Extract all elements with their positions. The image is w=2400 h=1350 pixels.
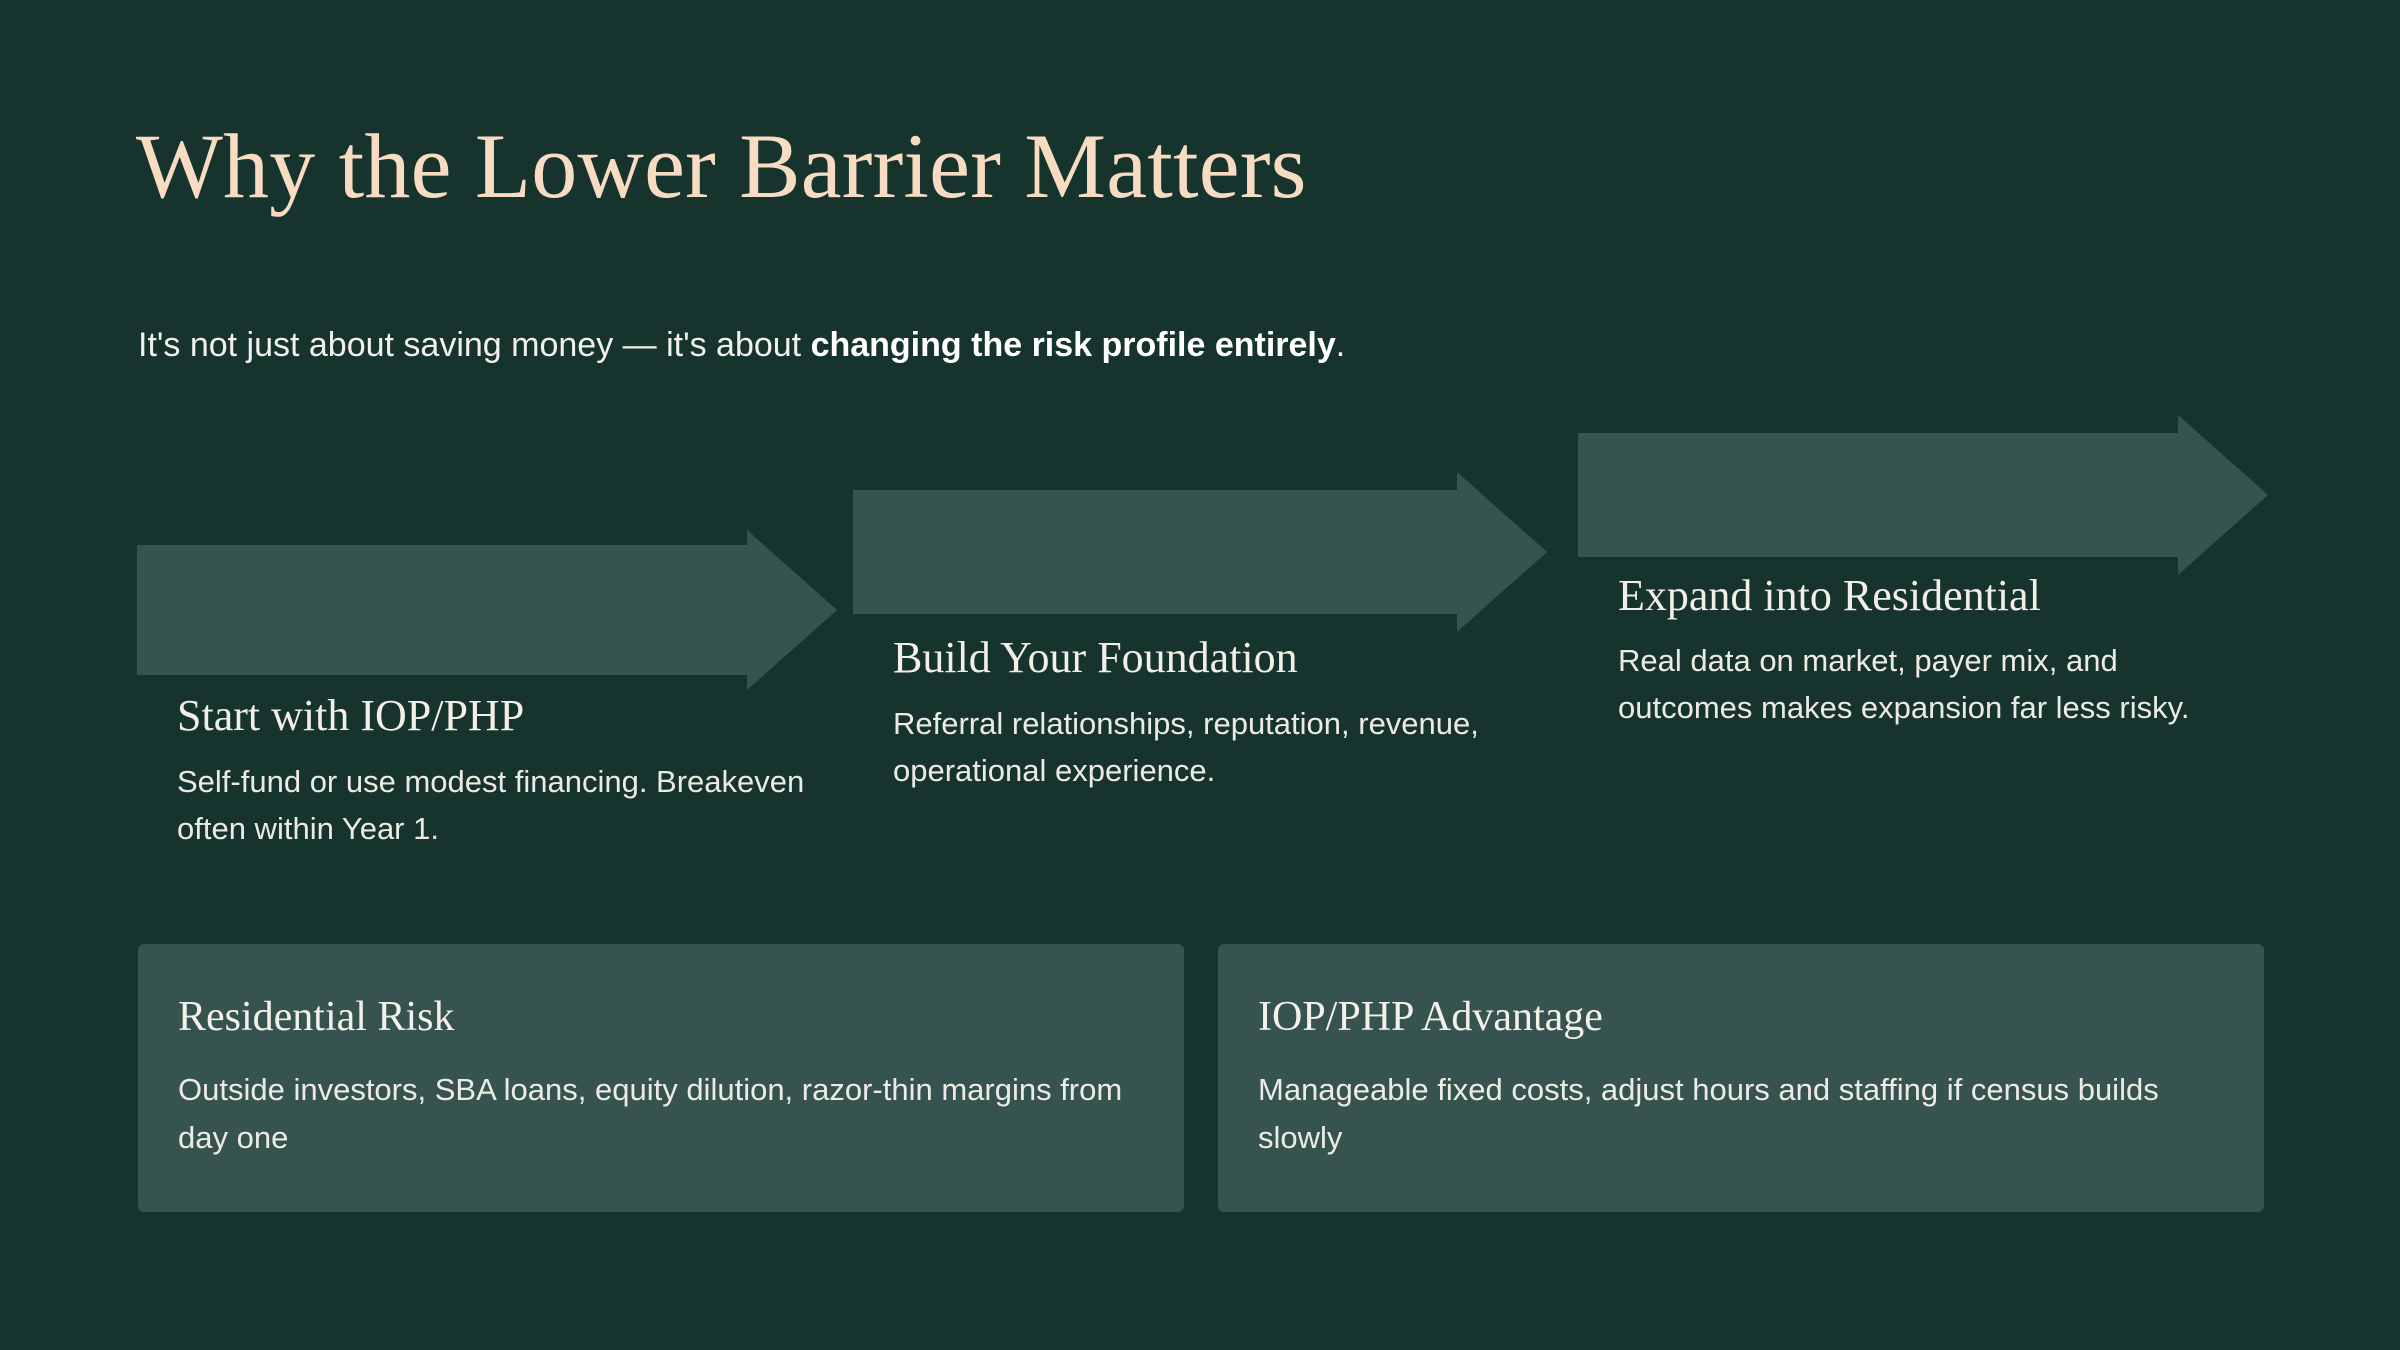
card-iop-php-advantage-body: Manageable fixed costs, adjust hours and… <box>1258 1072 2159 1155</box>
process-step-3-body: Real data on market, payer mix, and outc… <box>1618 643 2190 726</box>
process-step-3-heading: Expand into Residential <box>1618 571 2041 620</box>
process-step-1: Start with IOP/PHP Self-fund or use mode… <box>137 530 837 846</box>
subtitle-emphasis: changing the risk profile entirely <box>810 326 1336 364</box>
card-residential-risk-heading: Residential Risk <box>178 994 455 1040</box>
card-residential-risk-body: Outside investors, SBA loans, equity dil… <box>178 1072 1123 1155</box>
process-step-2: Build Your Foundation Referral relations… <box>853 472 1547 788</box>
page-title: Why the Lower Barrier Matters <box>136 115 1307 217</box>
process-step-1-body: Self-fund or use modest financing. Break… <box>177 764 805 847</box>
card-residential-risk: Residential Risk Outside investors, SBA … <box>138 944 1184 1212</box>
process-step-2-heading: Build Your Foundation <box>893 633 1298 682</box>
progress-arrow-3-icon <box>1578 415 2268 575</box>
subtitle-lead: It's not just about saving money — it's … <box>138 326 811 364</box>
card-iop-php-advantage: IOP/PHP Advantage Manageable fixed costs… <box>1218 944 2264 1212</box>
subtitle: It's not just about saving money — it's … <box>138 323 1345 367</box>
process-step-3: Expand into Residential Real data on mar… <box>1578 415 2268 725</box>
progress-arrow-2-icon <box>853 472 1547 632</box>
process-step-2-body: Referral relationships, reputation, reve… <box>893 706 1479 789</box>
subtitle-tail: . <box>1335 326 1346 364</box>
card-iop-php-advantage-heading: IOP/PHP Advantage <box>1258 994 1603 1040</box>
progress-arrow-1-icon <box>137 530 837 690</box>
process-step-1-heading: Start with IOP/PHP <box>177 691 525 740</box>
